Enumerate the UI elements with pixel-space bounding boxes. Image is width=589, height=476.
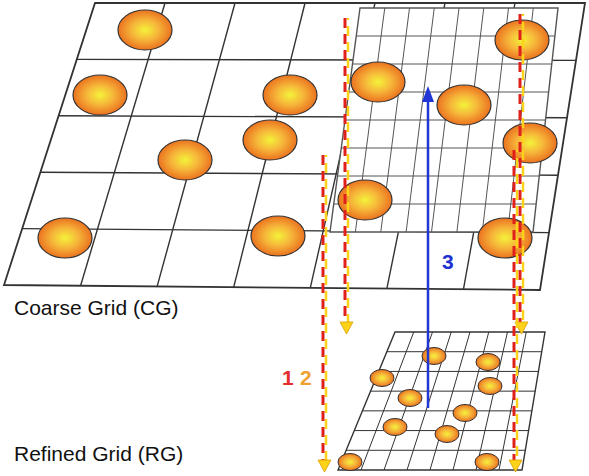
particle	[73, 75, 127, 115]
restrict-arrow	[427, 100, 430, 408]
particle-small	[475, 454, 499, 471]
particle	[38, 218, 92, 258]
coarse-grid-outline	[4, 3, 585, 290]
particle-small	[383, 419, 407, 436]
transfer-line	[516, 150, 519, 464]
particle-small	[453, 405, 477, 422]
refined-grid-line	[379, 371, 539, 372]
particle	[263, 75, 317, 115]
transfer-line	[344, 18, 347, 326]
coarse-grid-line	[234, 3, 305, 287]
grid-label: Coarse Grid (CG)	[14, 296, 179, 320]
transfer-line	[513, 150, 516, 464]
refined-patch-line	[338, 176, 540, 177]
refined-grid-line	[387, 351, 542, 352]
refined-grid-line	[362, 410, 531, 411]
transfer-line	[322, 155, 325, 464]
particle-small	[435, 426, 459, 443]
arrow-head	[318, 460, 331, 472]
arrow-head	[509, 460, 522, 472]
particle-small	[398, 390, 422, 407]
particle-small	[338, 454, 362, 471]
coarse-grid-line	[157, 3, 235, 286]
grid-label: Refined Grid (RG)	[14, 442, 183, 466]
transfer-line	[522, 14, 525, 326]
callout-number: 1	[282, 366, 294, 390]
refined-grid-line	[499, 332, 526, 470]
transfer-line	[347, 18, 350, 326]
callout-number: 3	[442, 250, 454, 274]
refined-grid-outline	[338, 332, 545, 470]
transfer-line	[519, 14, 522, 326]
particle	[243, 120, 297, 160]
particle-small	[476, 354, 500, 371]
refined-grid-line	[346, 450, 525, 451]
particle	[118, 10, 172, 50]
particle	[351, 62, 405, 102]
particle	[437, 85, 491, 125]
refined-grid-line	[453, 332, 489, 470]
particle	[503, 123, 557, 163]
particle	[158, 140, 212, 180]
transfer-line	[325, 155, 328, 464]
arrow-head	[422, 86, 434, 102]
arrow-head	[340, 322, 353, 334]
particle-small	[370, 370, 394, 387]
callout-number: 2	[300, 366, 312, 390]
particle-small	[478, 378, 502, 395]
refined-grid-line	[371, 391, 536, 392]
particle-small	[422, 348, 446, 365]
particle	[251, 216, 305, 256]
